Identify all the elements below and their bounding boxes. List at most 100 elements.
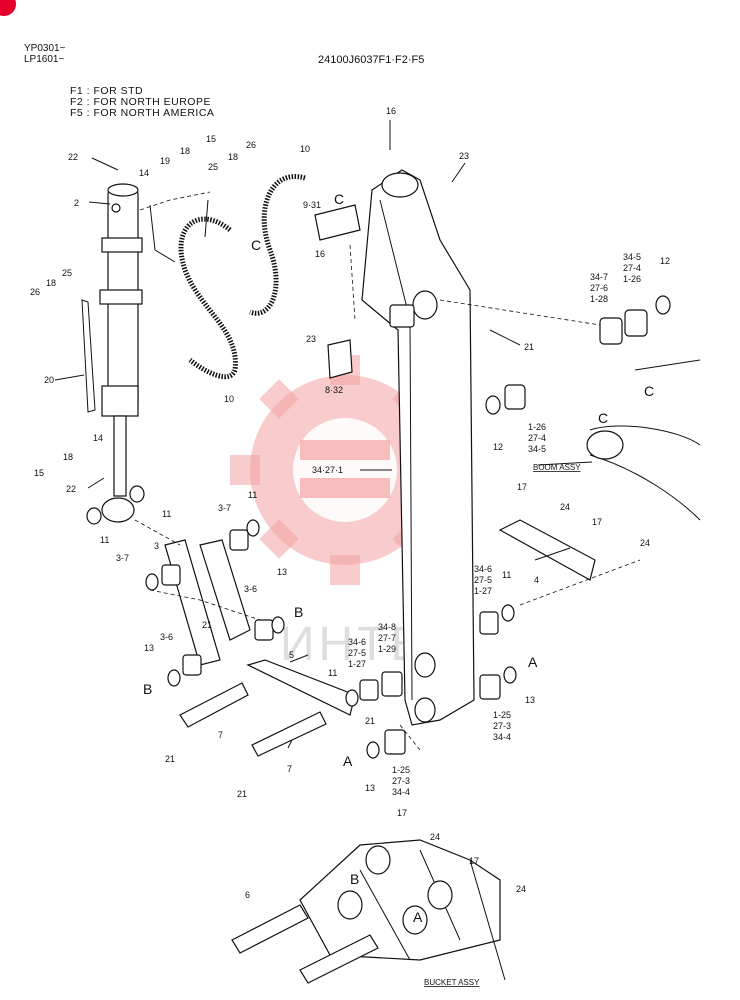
callout: 7 — [218, 730, 223, 740]
callout: 27-5 — [348, 648, 366, 658]
callout: 12 — [660, 256, 670, 266]
callout: 18 — [228, 152, 238, 162]
callout: 21 — [165, 754, 175, 764]
callout: 21 — [524, 342, 534, 352]
note-f1: F1 : FOR STD — [70, 85, 144, 97]
callout: 34·27·1 — [312, 465, 343, 475]
callout: 34-6 — [348, 637, 366, 647]
callout: 1-26 — [623, 274, 641, 284]
connector-letter: C — [598, 410, 608, 426]
boom-assy-label: BOOM ASSY — [533, 463, 581, 472]
callout: 8·32 — [325, 385, 343, 395]
connector-letter: A — [343, 753, 353, 769]
callout: 3-6 — [160, 632, 173, 642]
callout: 3-7 — [116, 553, 129, 563]
connector-letter: B — [294, 604, 303, 620]
callout: 1-28 — [590, 294, 608, 304]
callout: 16 — [386, 106, 396, 116]
link-4 — [498, 519, 596, 581]
callout: 18 — [63, 452, 73, 462]
callout: 34-4 — [392, 787, 410, 797]
callout: 15 — [34, 468, 44, 478]
callout: 16 — [315, 249, 325, 259]
callout: 19 — [160, 156, 170, 166]
callout: 1-26 — [528, 422, 546, 432]
dashed-leaders — [134, 191, 641, 751]
bushings — [161, 309, 648, 755]
callout: 1-25 — [493, 710, 511, 720]
callout: 4 — [534, 575, 539, 585]
callout: 34-5 — [623, 252, 641, 262]
callout: 12 — [493, 442, 503, 452]
callout: 21 — [237, 789, 247, 799]
callout: 17 — [517, 482, 527, 492]
callout: 2 — [74, 198, 79, 208]
callout: 34-8 — [378, 622, 396, 632]
connector-letter: C — [251, 237, 261, 253]
callout: 11 — [328, 668, 337, 678]
callout: 10 — [224, 394, 234, 404]
callout: 14 — [139, 168, 149, 178]
callout: 21 — [365, 716, 375, 726]
callout: 7 — [287, 764, 292, 774]
callout: 6 — [245, 890, 250, 900]
boom-assy-outline — [589, 359, 701, 521]
callout: 24 — [640, 538, 650, 548]
callout: 13 — [525, 695, 535, 705]
note-f5: F5 : FOR NORTH AMERICA — [70, 107, 215, 119]
callout: 11 — [502, 570, 511, 580]
connector-letter: C — [334, 191, 344, 207]
hose-10-upper — [249, 174, 306, 316]
callout: 27-4 — [528, 433, 546, 443]
callout: 1-25 — [392, 765, 410, 775]
serial-range-2: LP1601~ — [24, 54, 65, 65]
callout: 18 — [180, 146, 190, 156]
note-f2: F2 : FOR NORTH EUROPE — [70, 96, 211, 108]
callout: 3-7 — [218, 503, 231, 513]
boom-pivot — [586, 430, 624, 460]
callout: 23 — [459, 151, 469, 161]
callout: 25 — [62, 268, 72, 278]
callout: 25 — [208, 162, 218, 172]
connector-letter: B — [350, 871, 359, 887]
callout: 34-4 — [493, 732, 511, 742]
corner-badge: 0 — [0, 0, 16, 16]
callout: 34-7 — [590, 272, 608, 282]
connector-letter: B — [143, 681, 152, 697]
hose-10-lower — [178, 216, 238, 380]
boom-arm — [361, 169, 475, 726]
callout: 34-5 — [528, 444, 546, 454]
callout: 1-29 — [378, 644, 396, 654]
callout: 24 — [516, 884, 526, 894]
callout: 3 — [154, 541, 159, 551]
callout: 14 — [93, 433, 103, 443]
callout: 5 — [289, 650, 294, 660]
callout: 15 — [206, 134, 216, 144]
pin-8 — [327, 339, 353, 379]
variant-notes: F1 : FOR STD F2 : FOR NORTH EUROPE F5 : … — [70, 86, 214, 119]
connector-letter: A — [413, 909, 423, 925]
callout: 1-27 — [474, 586, 492, 596]
connector-letter: A — [528, 654, 538, 670]
callout: 26 — [246, 140, 256, 150]
callout: 27-3 — [493, 721, 511, 731]
callout: 26 — [30, 287, 40, 297]
callout: 11 — [162, 509, 171, 519]
callout: 24 — [430, 832, 440, 842]
callout-leaders — [54, 120, 593, 749]
callout: 17 — [397, 808, 407, 818]
callout: 1-27 — [348, 659, 366, 669]
link-3-right — [199, 539, 251, 641]
pin-7-lower — [251, 711, 327, 757]
arm-cylinder — [99, 183, 143, 523]
tube-14 — [149, 204, 176, 263]
callout: 27-6 — [590, 283, 608, 293]
callout: 27-4 — [623, 263, 641, 273]
callout: 24 — [560, 502, 570, 512]
pin-9 — [314, 204, 361, 241]
serial-range-1: YP0301~ — [24, 43, 66, 54]
connector-letter: C — [644, 383, 654, 399]
callout: 17 — [592, 517, 602, 527]
pin-7-upper — [179, 682, 249, 728]
